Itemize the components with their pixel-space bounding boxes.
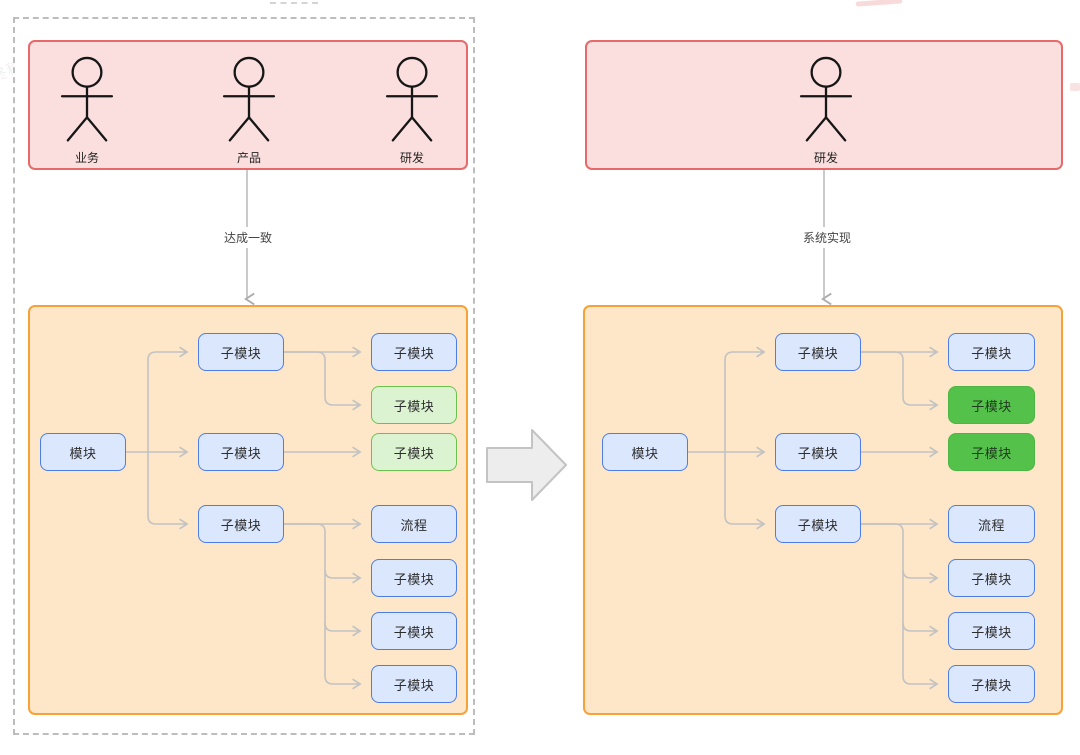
cropped-dashed-fragment: [270, 2, 318, 4]
flow-node-leaf: 子模块: [371, 559, 457, 597]
flow-node-leaf: 流程: [948, 505, 1035, 543]
actor-rnd-right: 研发: [786, 56, 866, 166]
right-flow-connectors: [688, 346, 939, 690]
actor-business: 业务: [47, 56, 127, 166]
flow-node-leaf: 子模块: [948, 612, 1035, 650]
flow-node-mid: 子模块: [775, 433, 861, 471]
cropped-pink-fragment-right: [1070, 83, 1080, 91]
flow-node-leaf: 子模块: [371, 333, 457, 371]
actor-label: 研发: [399, 151, 424, 165]
transition-label-left: 达成一致: [213, 227, 283, 248]
actor-rnd: 研发: [372, 56, 452, 166]
person-icon: [385, 56, 439, 142]
cropped-pink-fragment: [855, 0, 903, 7]
flow-node-mid: 子模块: [775, 505, 861, 543]
flow-node-leaf: 子模块: [948, 665, 1035, 703]
flow-node-leaf: 子模块: [948, 333, 1035, 371]
left-flow-connectors: [126, 346, 362, 690]
left-actors-box: 业务 产品 研发: [28, 40, 468, 170]
flow-node-leaf: 流程: [371, 505, 457, 543]
right-actors-box: 研发: [585, 40, 1063, 170]
flow-node-leaf: 子模块: [948, 386, 1035, 424]
flow-node-mid: 子模块: [198, 505, 284, 543]
flow-node-leaf: 子模块: [371, 433, 457, 471]
big-right-arrow-icon: [486, 429, 567, 501]
right-flow-box: 模块 子模块 子模块 子模块 子模块 子模块 子模块 流程 子模块 子模块 子模…: [583, 305, 1063, 715]
flow-node-mid: 子模块: [198, 433, 284, 471]
actor-label: 产品: [236, 151, 261, 165]
flow-node-root: 模块: [602, 433, 688, 471]
flow-node-leaf: 子模块: [371, 612, 457, 650]
actor-label: 研发: [813, 151, 838, 165]
actor-label: 业务: [74, 151, 99, 165]
flow-node-mid: 子模块: [198, 333, 284, 371]
flow-node-leaf: 子模块: [371, 386, 457, 424]
flow-node-leaf: 子模块: [371, 665, 457, 703]
person-icon: [799, 56, 853, 142]
transition-label-right: 系统实现: [786, 227, 868, 248]
actor-product: 产品: [209, 56, 289, 166]
flow-node-root: 模块: [40, 433, 126, 471]
flow-node-mid: 子模块: [775, 333, 861, 371]
person-icon: [60, 56, 114, 142]
flow-node-leaf: 子模块: [948, 559, 1035, 597]
person-icon: [222, 56, 276, 142]
flow-node-leaf: 子模块: [948, 433, 1035, 471]
left-flow-box: 模块 子模块 子模块 子模块 子模块 子模块 子模块 流程 子模块 子模块 子模…: [28, 305, 468, 715]
